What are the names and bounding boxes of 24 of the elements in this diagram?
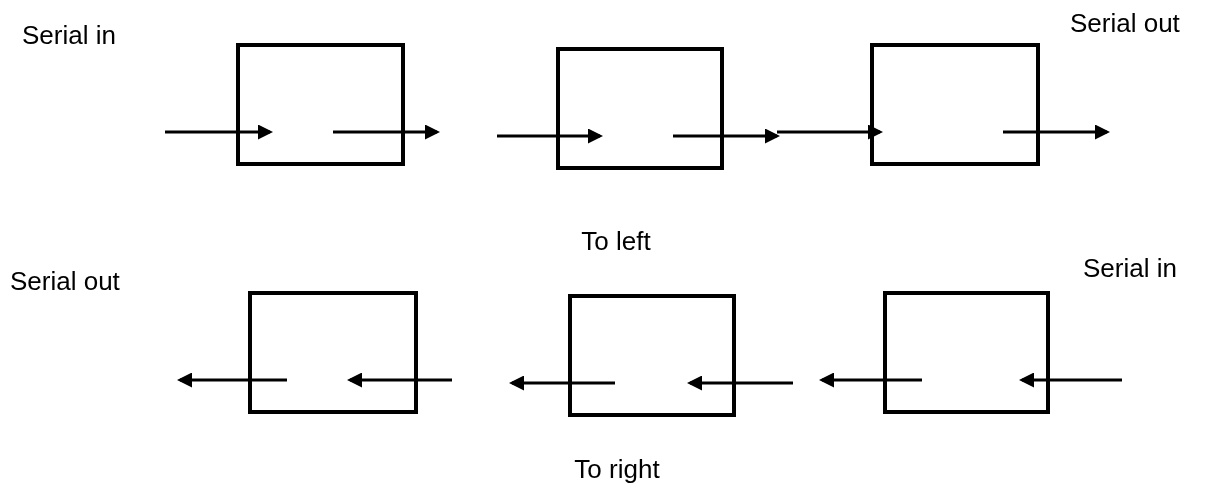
arrow	[165, 124, 273, 140]
arrow	[673, 128, 780, 144]
register-box	[248, 291, 418, 414]
arrow	[497, 128, 603, 144]
arrow	[687, 375, 793, 391]
register-box	[883, 291, 1050, 414]
text-label: Serial out	[10, 266, 120, 296]
arrow	[777, 124, 883, 140]
text-label: To left	[580, 226, 652, 256]
arrow	[347, 372, 452, 388]
arrow	[1003, 124, 1110, 140]
register-box	[870, 43, 1040, 166]
text-label: Serial out	[1070, 8, 1180, 38]
arrow	[333, 124, 440, 140]
text-label: Serial in	[22, 20, 116, 50]
arrow	[177, 372, 287, 388]
arrow	[819, 372, 922, 388]
register-box	[556, 47, 724, 170]
register-box	[568, 294, 736, 417]
text-label: To right	[573, 454, 661, 484]
text-label: Serial in	[1083, 253, 1177, 283]
register-box	[236, 43, 405, 166]
arrow	[1019, 372, 1122, 388]
arrow	[509, 375, 615, 391]
